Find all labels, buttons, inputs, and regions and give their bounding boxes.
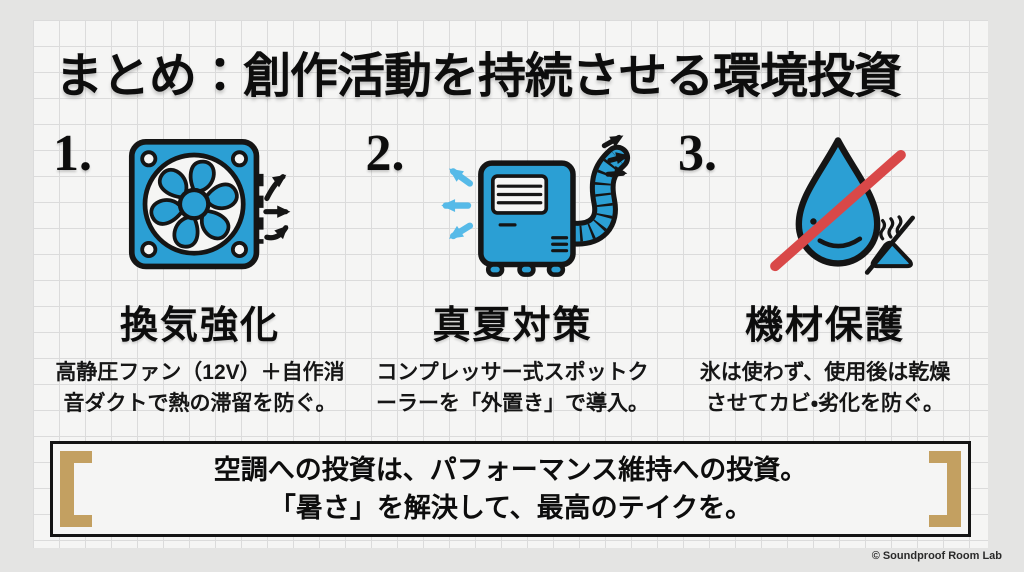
item-description-line: 音ダクトで熱の滞留を防ぐ。 bbox=[63, 392, 337, 415]
item-ventilation: 1. bbox=[45, 126, 355, 419]
page-title: まとめ：創作活動を持続させる環境投資 bbox=[55, 50, 902, 103]
item-number: 2. bbox=[365, 125, 405, 182]
icon-area bbox=[358, 126, 668, 286]
item-midsummer: 2. bbox=[358, 126, 668, 419]
bracket-right-icon bbox=[929, 451, 961, 527]
item-description-line: コンプレッサー式スポットク bbox=[376, 361, 649, 384]
item-description: コンプレッサー式スポットク ーラーを「外置き」で導入。 bbox=[358, 357, 668, 419]
item-description-line: 氷は使わず、使用後は乾燥 bbox=[699, 361, 951, 384]
callout-text: 空調への投資は、パフォーマンス維持への投資。 「暑さ」を解決して、最高のテイクを… bbox=[214, 451, 807, 527]
footer-credit: © Soundproof Room Lab bbox=[871, 550, 1002, 562]
callout-box: 空調への投資は、パフォーマンス維持への投資。 「暑さ」を解決して、最高のテイクを… bbox=[50, 441, 971, 537]
no-water-icon bbox=[770, 137, 915, 275]
bracket-left-icon bbox=[60, 451, 92, 527]
item-equipment-protection: 3. bbox=[670, 126, 980, 419]
item-description: 高静圧ファン（12V）＋自作消 音ダクトで熱の滞留を防ぐ。 bbox=[45, 357, 355, 419]
spot-cooler-icon bbox=[440, 134, 630, 277]
item-description-line: ーラーを「外置き」で導入。 bbox=[376, 392, 649, 415]
icon-area bbox=[670, 126, 980, 286]
item-heading: 真夏対策 bbox=[432, 305, 593, 347]
callout-line: 「暑さ」を解決して、最高のテイクを。 bbox=[268, 493, 753, 523]
item-number: 1. bbox=[53, 125, 92, 182]
item-heading: 換気強化 bbox=[119, 305, 280, 347]
item-number: 3. bbox=[678, 125, 717, 182]
icon-area bbox=[45, 126, 355, 286]
fan-icon bbox=[128, 138, 291, 269]
grid-panel: まとめ：創作活動を持続させる環境投資 1. bbox=[33, 20, 988, 548]
columns-row: 1. bbox=[45, 126, 980, 419]
item-heading: 機材保護 bbox=[744, 305, 905, 347]
item-description-line: 高静圧ファン（12V）＋自作消 bbox=[55, 361, 345, 384]
callout-line: 空調への投資は、パフォーマンス維持への投資。 bbox=[213, 455, 808, 485]
item-description: 氷は使わず、使用後は乾燥 させてカビ・劣化を防ぐ。 bbox=[670, 357, 980, 419]
item-description-line: させてカビ・劣化を防ぐ。 bbox=[705, 392, 945, 415]
